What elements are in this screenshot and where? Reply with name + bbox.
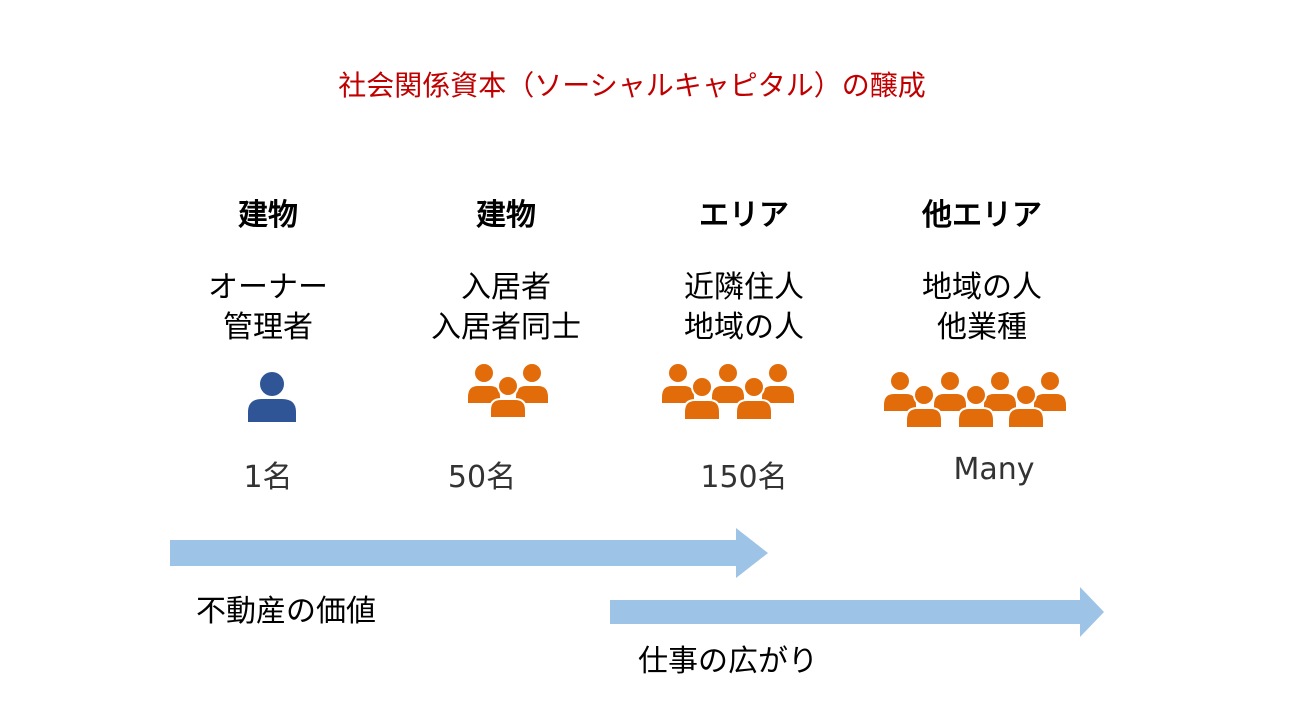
column-2-count: 50名 xyxy=(447,460,517,495)
work-expansion-label: 仕事の広がり xyxy=(638,644,818,679)
column-3-people-line2: 地域の人 xyxy=(684,310,804,345)
column-2-category: 建物 xyxy=(476,198,536,233)
column-2-people: 入居者 入居者同士 xyxy=(386,268,626,348)
column-3-count: 150名 xyxy=(700,460,788,495)
small-group-icon xyxy=(462,362,554,422)
column-4-people-line2: 他業種 xyxy=(937,310,1027,345)
real-estate-value-arrow xyxy=(170,528,768,578)
column-4-people-line1: 地域の人 xyxy=(922,270,1042,305)
single-person-icon xyxy=(240,368,304,428)
column-2-people-line1: 入居者 xyxy=(461,270,551,305)
column-3-people-line1: 近隣住人 xyxy=(684,270,804,305)
real-estate-value-label: 不動産の価値 xyxy=(196,594,376,629)
column-2-people-line2: 入居者同士 xyxy=(431,310,581,345)
column-1-people: オーナー 管理者 xyxy=(148,268,388,348)
column-4-category: 他エリア xyxy=(922,198,1042,233)
work-expansion-arrow xyxy=(610,587,1104,637)
column-1-category: 建物 xyxy=(238,198,298,233)
medium-group-icon xyxy=(660,362,800,424)
column-4-count: Many xyxy=(953,452,1035,487)
column-1-people-line1: オーナー xyxy=(208,270,328,305)
column-3-category: エリア xyxy=(699,198,789,233)
column-3-people: 近隣住人 地域の人 xyxy=(624,268,864,348)
slide-title: 社会関係資本（ソーシャルキャピタル）の醸成 xyxy=(338,69,926,102)
column-4-people: 地域の人 他業種 xyxy=(862,268,1102,348)
large-group-icon xyxy=(882,370,1068,432)
column-1-count: 1名 xyxy=(243,460,293,495)
column-1-people-line2: 管理者 xyxy=(223,310,313,345)
